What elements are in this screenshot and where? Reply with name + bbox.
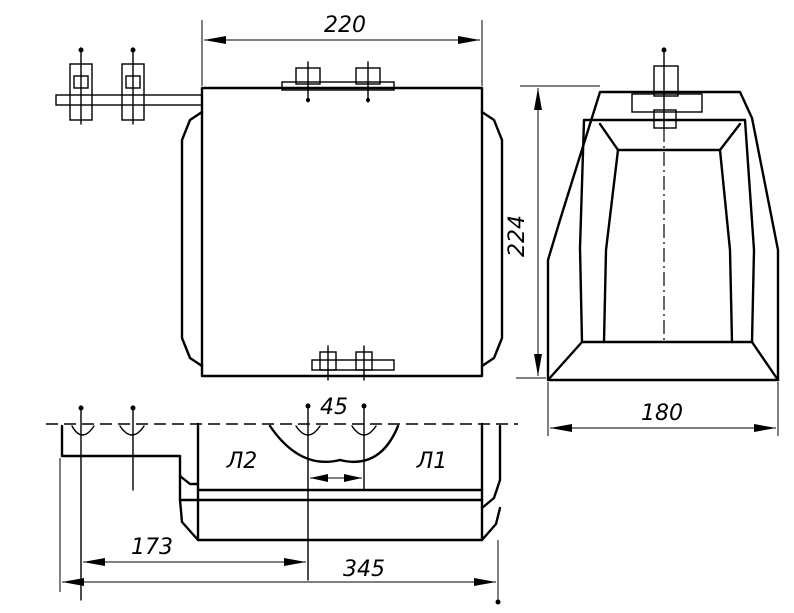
- terminal-label-l1: Л1: [416, 449, 448, 474]
- side-view: 224 180: [505, 47, 780, 436]
- front-right-flange: [480, 110, 504, 368]
- plan-view: Л2 Л1 45 173 345: [46, 395, 518, 605]
- side-outer-outline: [546, 90, 780, 382]
- terminal-label-l2: Л2: [226, 449, 258, 474]
- front-body: [200, 86, 484, 378]
- dim-label-45: 45: [320, 395, 348, 420]
- front-bottom-terminal-bar: [311, 359, 395, 371]
- dim-label-220: 220: [324, 13, 366, 38]
- dim-label-345: 345: [343, 557, 385, 582]
- front-left-flange: [180, 110, 204, 368]
- dim-label-224: 224: [505, 215, 530, 257]
- front-top-terminal-bar: [281, 81, 395, 91]
- dim-label-173: 173: [131, 535, 173, 560]
- dim-label-180: 180: [641, 401, 683, 426]
- front-view: 220: [55, 13, 504, 381]
- front-left-terminal-bar: [55, 94, 203, 106]
